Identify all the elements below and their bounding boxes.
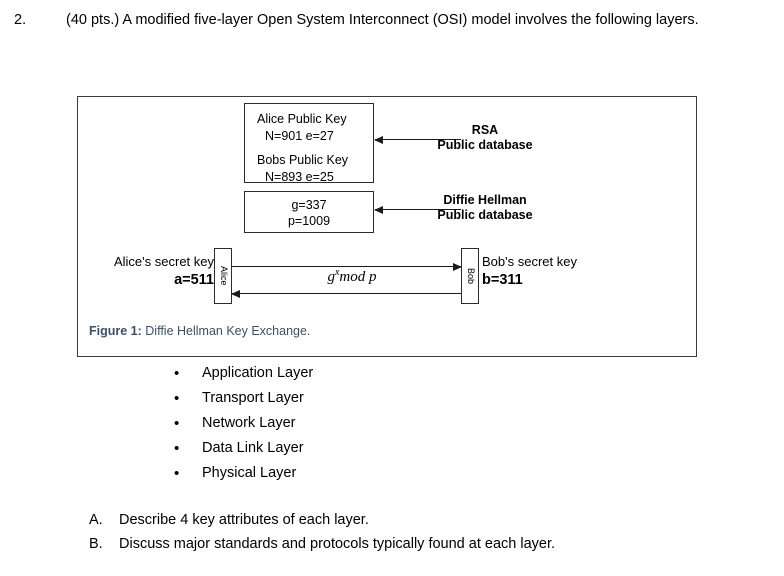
list-item: Application Layer [174,361,313,386]
diffie-hellman-arrow-icon [374,205,461,214]
layer-label: Physical Layer [202,465,297,481]
layer-label: Transport Layer [202,390,304,406]
layer-label: Application Layer [202,365,314,381]
dh-prime-value: p=1009 [287,214,331,228]
rsa-database-label: RSA Public database [400,123,570,153]
bob-public-key-values: N=893 e=25 [265,170,334,184]
figure-container: Alice Public Key N=901 e=27 Bobs Public … [77,96,697,357]
sub-question-a-text: Describe 4 key attributes of each layer. [119,512,369,528]
sub-question-a: A. Describe 4 key attributes of each laye… [89,508,555,532]
alice-secret-key-caption: Alice's secret key a=511 [90,252,214,290]
alice-to-bob-arrow-icon [232,262,462,271]
osi-layer-list: Application Layer Transport Layer Networ… [174,361,313,486]
layer-label: Data Link Layer [202,440,304,456]
bob-node-label: Bob [466,267,476,284]
layer-label: Network Layer [202,415,296,431]
bob-public-key-label: Bobs Public Key [257,153,349,167]
bob-node-box: Bob [461,248,479,304]
figure-caption-label: Figure 1: [89,324,142,338]
rsa-box-spacer [245,145,373,152]
figure-caption: Figure 1: Diffie Hellman Key Exchange. [89,324,310,338]
dh-database-label-line1: Diffie Hellman [443,193,527,207]
question-statement: 2. (40 pts.) A modified five-layer Open S… [14,8,754,32]
sub-question-b: B. Discuss major standards and protocols … [89,532,555,556]
sub-question-list: A. Describe 4 key attributes of each laye… [89,508,555,556]
alice-public-key-values: N=901 e=27 [265,129,334,143]
diffie-hellman-database-label: Diffie Hellman Public database [400,193,570,223]
formula-exponent: x [334,267,340,278]
question-text: (40 pts.) A modified five-layer Open Sys… [66,12,699,28]
rsa-arrow-icon [374,135,461,144]
alice-secret-key-text: Alice's secret key [113,254,214,269]
sub-question-b-text: Discuss major standards and protocols ty… [119,536,556,552]
alice-public-key-label: Alice Public Key [257,112,347,126]
dh-generator-value: g=337 [291,198,327,212]
alice-node-label: Alice [219,266,229,286]
key-exchange-formula: gxmod p [293,267,411,286]
list-item: Network Layer [174,411,313,436]
bob-secret-key-caption: Bob's secret key b=311 [482,252,662,290]
rsa-public-key-box: Alice Public Key N=901 e=27 Bobs Public … [244,103,374,184]
bob-to-alice-arrow-icon [231,289,461,298]
bob-secret-key-text: Bob's secret key [482,254,577,269]
sub-question-a-letter: A. [89,512,103,528]
dh-database-label-line2: Public database [437,208,533,222]
list-item: Transport Layer [174,386,313,411]
list-item: Physical Layer [174,461,313,486]
sub-question-b-letter: B. [89,536,103,552]
formula-rest: mod p [339,269,377,285]
question-number: 2. [14,12,27,28]
list-item: Data Link Layer [174,436,313,461]
rsa-database-label-line1: RSA [471,123,499,137]
alice-secret-key-value: a=511 [174,272,214,288]
diffie-hellman-params-box: g=337 p=1009 [244,191,374,233]
rsa-database-label-line2: Public database [437,138,533,152]
bob-secret-key-value: b=311 [482,272,523,288]
alice-node-box: Alice [214,248,232,304]
figure-caption-text: Diffie Hellman Key Exchange. [141,324,311,338]
formula-base: g [327,269,335,285]
